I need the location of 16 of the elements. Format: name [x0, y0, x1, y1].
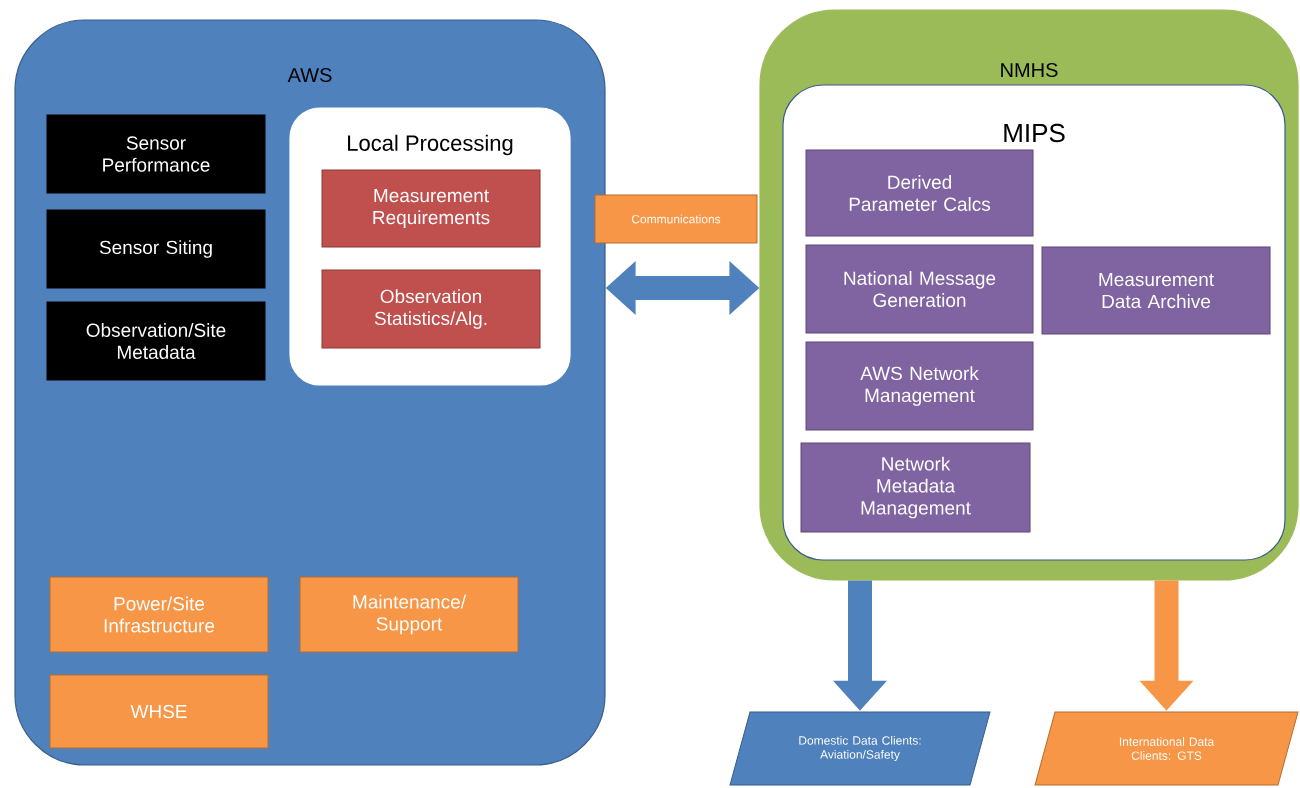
process-box: WHSE — [49, 674, 269, 749]
process-box: National Message Generation — [805, 244, 1034, 334]
process-box: Observation/Site Metadata — [46, 301, 266, 381]
process-box: Measurement Requirements — [321, 169, 541, 248]
process-box: Measurement Data Archive — [1041, 246, 1271, 335]
client-parallelogram: International Data Clients: GTS — [1034, 711, 1299, 786]
process-box: Observation Statistics/Alg. — [321, 269, 541, 349]
process-box: Sensor Siting — [46, 209, 266, 289]
process-box: AWS Network Management — [805, 341, 1034, 431]
process-box: Maintenance/ Support — [299, 576, 519, 653]
process-box: Network Metadata Management — [800, 442, 1031, 533]
process-box: Communications — [594, 194, 758, 244]
client-parallelogram: Domestic Data Clients: Aviation/Safety — [729, 711, 991, 786]
process-box: Derived Parameter Calcs — [805, 149, 1034, 237]
process-box: Power/Site Infrastructure — [49, 576, 269, 653]
process-box: Sensor Performance — [46, 114, 266, 194]
